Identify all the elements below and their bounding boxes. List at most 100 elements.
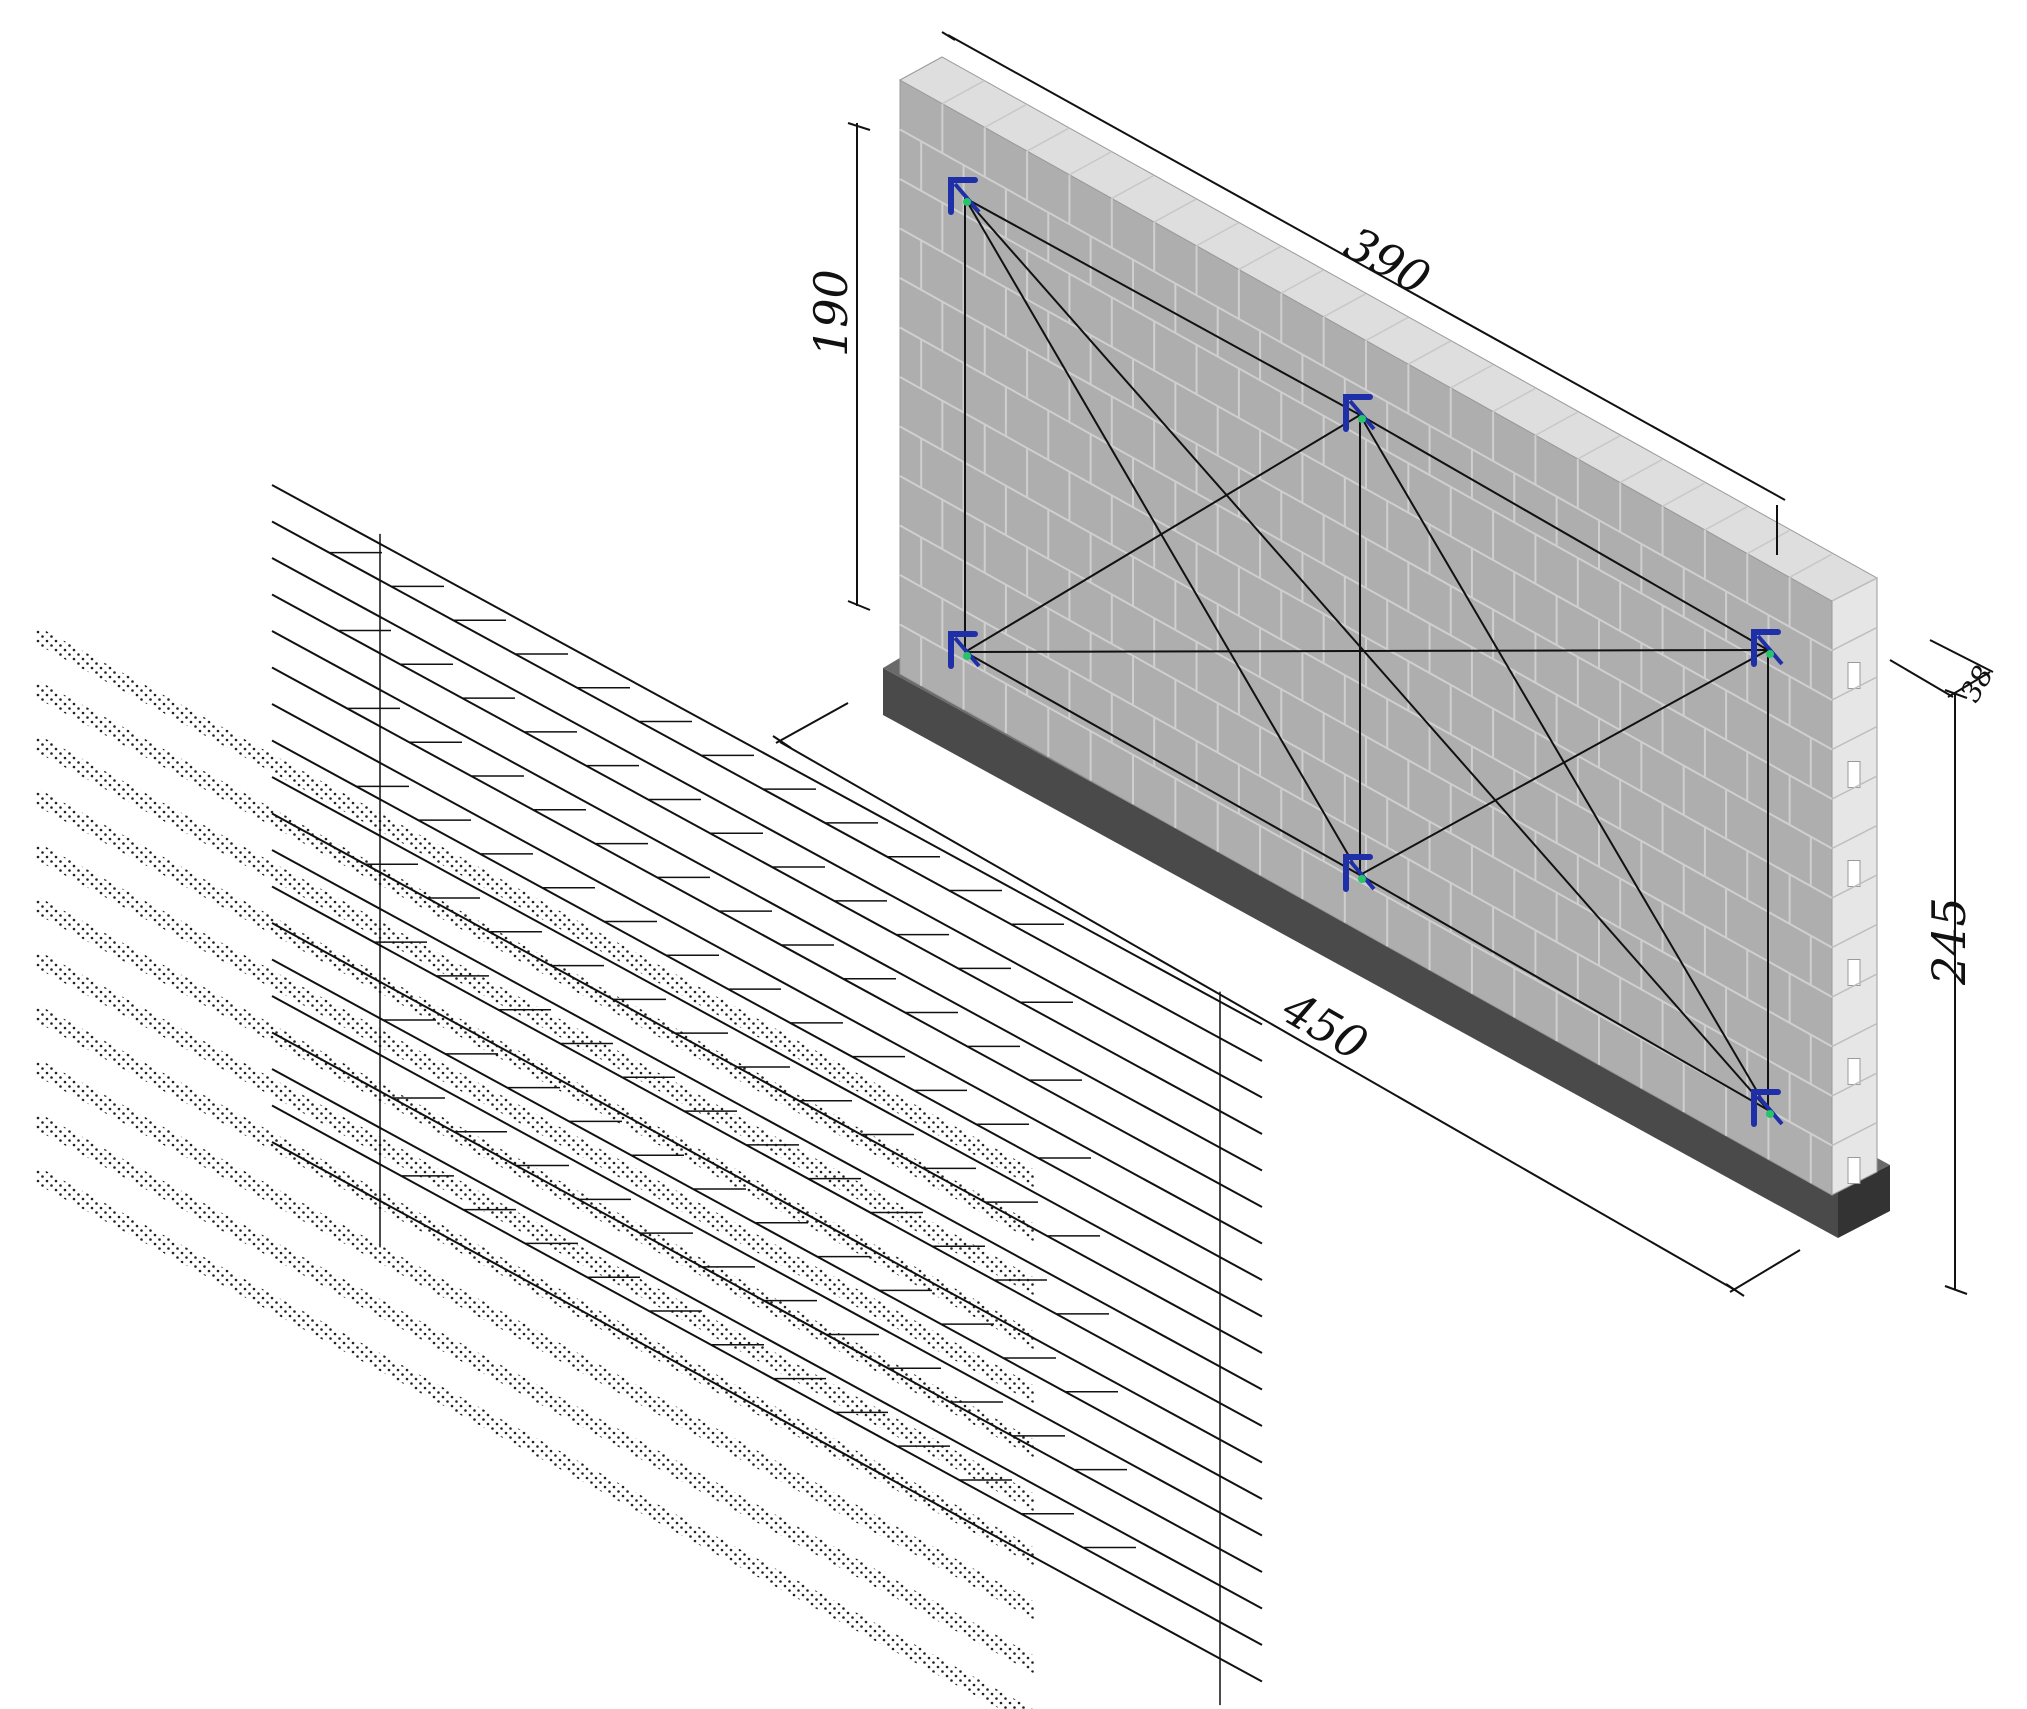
rebar-horizontal xyxy=(271,593,1263,1135)
end-joint xyxy=(1831,824,1878,850)
rebar-horizontal xyxy=(271,849,1263,1391)
foundation-end xyxy=(1838,1165,1890,1238)
mortar-top-joint xyxy=(942,80,985,105)
rebar-horizontal xyxy=(271,995,1263,1537)
sensor-network xyxy=(964,197,1769,1111)
textile-strip xyxy=(35,625,1035,1188)
rebar-horizontal xyxy=(271,666,1263,1208)
lvdt-line xyxy=(964,651,1361,876)
dimension-lines xyxy=(772,31,1994,1297)
dim-450-label: 450 xyxy=(1273,980,1377,1071)
rebar-horizontal xyxy=(271,630,1263,1172)
block-hole xyxy=(1847,1157,1861,1184)
end-joint xyxy=(1831,775,1878,800)
mortar-top-joint xyxy=(1111,174,1155,200)
mortar-top-joint xyxy=(1408,340,1451,365)
dim-190-tick-bottom xyxy=(847,600,871,611)
block-hole xyxy=(1847,860,1861,887)
textile-mesh-layer xyxy=(35,625,1035,1709)
lvdt-line xyxy=(964,197,1769,1111)
lvdt-line xyxy=(1359,874,1769,1111)
dim-450-tick-end xyxy=(1725,1283,1745,1297)
mortar-top-joint xyxy=(1789,553,1832,578)
rebar-horizontal xyxy=(271,739,1263,1281)
end-joint xyxy=(1831,1072,1878,1097)
dim-38-line xyxy=(1947,671,1991,698)
textile-strip xyxy=(35,679,1035,1242)
anchor-accent xyxy=(1766,650,1774,658)
mortar-top-joint xyxy=(984,103,1028,129)
mortar-top-joint xyxy=(1026,127,1070,152)
mortar-top-joint xyxy=(1153,198,1197,223)
anchor-bracket xyxy=(1343,394,1373,432)
block-hole xyxy=(1847,761,1861,788)
mortar-top-joint xyxy=(1280,269,1324,294)
mortar-top-joint xyxy=(1492,387,1536,413)
sensor-anchor-icon xyxy=(1751,629,1784,667)
end-joint xyxy=(1831,577,1878,602)
foundation-front xyxy=(883,668,1838,1238)
rebar-horizontal xyxy=(271,557,1263,1099)
dim-450-ext-start xyxy=(775,702,849,744)
anchor-accent xyxy=(1358,415,1366,423)
end-joint xyxy=(1831,1022,1878,1048)
end-holes xyxy=(1831,577,1878,1184)
dim-38-ext-a xyxy=(1889,659,1954,698)
mortar-joints xyxy=(899,80,1833,1184)
textile-strip xyxy=(35,949,1035,1512)
block-hole xyxy=(1847,959,1861,986)
mortar-top-joint xyxy=(1577,435,1621,460)
anchor-accent xyxy=(1766,1110,1774,1118)
sensor-anchor-icon xyxy=(1751,1089,1784,1127)
mortar-top-joint xyxy=(1535,411,1578,436)
textile-strip xyxy=(35,1057,1035,1620)
dim-245-tick-top xyxy=(1944,689,1968,699)
masonry-wall xyxy=(898,56,1879,1196)
dim-390-tick-start xyxy=(941,31,956,41)
dim-450-line xyxy=(779,741,1736,1291)
end-joint xyxy=(1831,626,1878,652)
anchor-bracket xyxy=(1751,629,1781,667)
rebar-horizontal xyxy=(271,520,1263,1062)
textile-strip xyxy=(35,1165,1034,1709)
lvdt-line xyxy=(964,414,1361,653)
mortar-top-joint xyxy=(1069,151,1112,176)
end-joint xyxy=(1831,874,1878,899)
end-joint xyxy=(1831,725,1878,751)
rebar-horizontal xyxy=(271,1104,1263,1646)
anchor-accent xyxy=(963,652,971,660)
mortar-top-joint xyxy=(1365,316,1409,342)
rebar-horizontal xyxy=(271,1068,1263,1610)
lvdt-line xyxy=(964,197,1361,416)
anchor-accent xyxy=(963,198,971,206)
textile-strip xyxy=(35,1111,1035,1674)
mortar-top-joint xyxy=(1238,245,1282,271)
dim-190-tick-top xyxy=(847,122,871,131)
block-hole xyxy=(1847,662,1861,689)
rebar-horizontal xyxy=(271,703,1263,1245)
rebar-horizontal xyxy=(271,1141,1263,1683)
mortar-top-joint xyxy=(1450,364,1494,389)
rebar-horizontal xyxy=(271,776,1263,1318)
textile-strip xyxy=(35,733,1035,1296)
textile-strip xyxy=(35,787,1035,1350)
rebar-horizontal xyxy=(271,1031,1263,1573)
dim-190-label: 190 xyxy=(804,269,858,357)
reinforcement-grid xyxy=(271,484,1263,1706)
sensor-markers xyxy=(948,177,1784,1127)
end-joint xyxy=(1831,1121,1878,1147)
dim-245-label: 245 xyxy=(1922,897,1976,986)
dim-38-ext-b xyxy=(1929,639,1994,673)
dim-245-tick-bottom xyxy=(1944,1285,1968,1295)
anchor-bracket xyxy=(948,631,978,669)
rebar-horizontal xyxy=(271,885,1263,1427)
dim-450-tick-start xyxy=(772,735,792,749)
mortar-top-joint xyxy=(1746,529,1790,555)
mortar-top-joint xyxy=(1704,506,1748,531)
end-joint xyxy=(1831,973,1878,998)
rebar-horizontal xyxy=(271,484,1263,1026)
lvdt-line xyxy=(1359,649,1769,876)
rebar-horizontal xyxy=(271,922,1263,1464)
end-joint xyxy=(1831,923,1878,949)
